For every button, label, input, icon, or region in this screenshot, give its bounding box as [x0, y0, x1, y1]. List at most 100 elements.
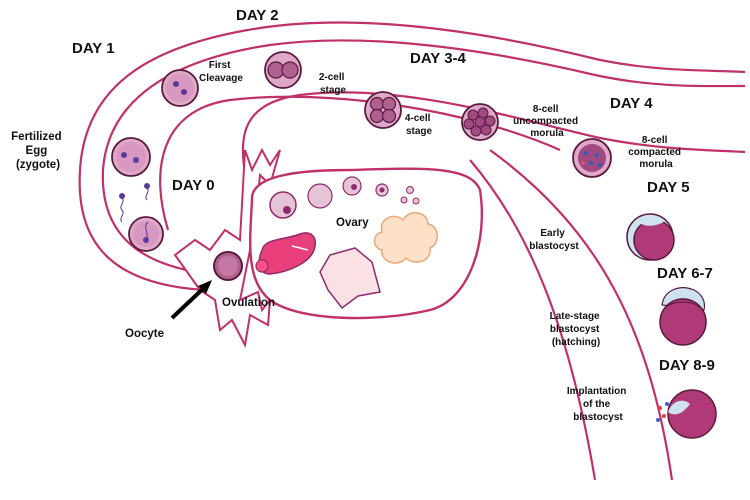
corpus-albicans [319, 247, 381, 310]
eight-cell-compacted-morula [572, 138, 612, 178]
label-day-4: DAY 4 [610, 95, 653, 112]
trophoblast-dot [658, 406, 662, 410]
label-oocyte: Oocyte [125, 328, 164, 340]
label-day-5: DAY 5 [647, 179, 690, 196]
sperm-head [144, 183, 150, 189]
label-4-cell-stage: 4-cell stage [405, 113, 433, 137]
sperm-tail [120, 197, 124, 223]
sperm-tail [145, 187, 149, 201]
day1-nucleus-1 [173, 81, 179, 87]
blastomere [369, 108, 385, 124]
label-uncompacted-line-2: uncompacted [513, 116, 578, 127]
two-cell-embryo [264, 51, 302, 89]
label-2-cell-line-2: stage [320, 85, 347, 96]
ovary [249, 167, 484, 320]
cells-day1 [111, 69, 199, 252]
follicle [412, 197, 420, 205]
label-uncompacted-line-1: 8-cell [533, 104, 559, 115]
oocyte-inner [218, 256, 238, 276]
label-uncompacted-line-3: morula [530, 128, 564, 139]
label-ovulation: Ovulation [222, 297, 275, 309]
follicle-nucleus [283, 206, 291, 214]
label-day-8-9: DAY 8-9 [659, 357, 715, 374]
label-implantation-line-2: of the [583, 399, 611, 410]
label-fertilized-line-1: Fertilized [11, 131, 61, 143]
label-late-blastocyst-line-1: Late-stage [550, 311, 600, 322]
label-fertilized-line-2: Egg [26, 145, 48, 157]
follicle [269, 191, 297, 219]
corpus-luteum [373, 212, 438, 264]
nucleus-dot [584, 151, 588, 155]
label-ovary: Ovary [336, 217, 369, 229]
hatching-line [664, 301, 701, 309]
implanting-blastocyst [656, 389, 717, 439]
blastomere [463, 118, 475, 130]
label-first-cleavage: First Cleavage [199, 60, 243, 84]
label-day-6-7: DAY 6-7 [657, 265, 713, 282]
label-fertilized-line-3: (zygote) [16, 159, 60, 171]
label-early-blastocyst-line-1: Early [540, 228, 565, 239]
blastomere [484, 115, 496, 127]
blastomere [474, 116, 486, 128]
label-implantation: Implantation of the blastocyst [567, 386, 629, 423]
early-blastocyst [626, 213, 675, 261]
eight-cell-uncompacted-morula [461, 103, 499, 141]
label-late-stage-blastocyst: Late-stage blastocyst (hatching) [550, 311, 603, 348]
tube-lumen-upper [241, 91, 746, 201]
label-compacted-line-2: compacted [628, 147, 681, 158]
pronucleus-1 [121, 152, 127, 158]
label-implantation-line-1: Implantation [567, 386, 626, 397]
label-8-cell-uncompacted: 8-cell uncompacted morula [513, 104, 581, 139]
four-cell-embryo [364, 91, 402, 129]
label-4-cell-line-2: stage [406, 126, 433, 137]
follicle-nucleus [351, 184, 357, 190]
tube-outer-wall [78, 21, 746, 292]
follicle [307, 183, 333, 209]
oocyte-arrowhead [198, 280, 212, 294]
blastomere-2 [281, 61, 299, 79]
day1-cell-inner [166, 74, 194, 102]
trophoblast-dot [665, 402, 669, 406]
day1-nucleus-2 [181, 89, 187, 95]
label-early-blastocyst-line-2: blastocyst [529, 241, 579, 252]
blastomere [477, 107, 489, 119]
label-implantation-line-3: blastocyst [573, 412, 623, 423]
blastomere [470, 125, 482, 137]
four-cell-zona [364, 91, 402, 129]
late-stage-blastocyst [659, 287, 707, 346]
label-4-cell-line-1: 4-cell [405, 113, 431, 124]
follicle-nucleus [379, 187, 385, 193]
label-day-1: DAY 1 [72, 40, 115, 57]
sperm-head [119, 193, 125, 199]
trophoblast-dot [656, 418, 660, 422]
sperm [119, 183, 150, 223]
label-early-blastocyst: Early blastocyst [529, 228, 579, 252]
blastocyst-body [633, 219, 675, 261]
label-late-blastocyst-line-2: blastocyst [550, 324, 600, 335]
fallopian-tube [78, 21, 746, 481]
ovary-follicles [255, 176, 438, 310]
label-fertilized-egg: Fertilized Egg (zygote) [11, 131, 65, 171]
label-compacted-line-3: morula [639, 159, 673, 170]
blastomere [381, 108, 397, 124]
label-8-cell-compacted: 8-cell compacted morula [628, 135, 684, 170]
released-egg [255, 259, 269, 273]
nucleus-dot [598, 163, 602, 167]
zygote-inner [116, 142, 146, 172]
follicle [406, 186, 414, 194]
nucleus-dot [589, 161, 593, 165]
label-2-cell-line-1: 2-cell [319, 72, 345, 83]
pronucleus-2 [133, 157, 139, 163]
uterine-wall-inner [469, 159, 597, 481]
label-late-blastocyst-line-3: (hatching) [552, 337, 600, 348]
blastomere [381, 96, 397, 112]
hatching-blastocyst-body [659, 298, 707, 346]
fertilized-egg-inner [133, 221, 159, 247]
label-compacted-line-1: 8-cell [642, 135, 668, 146]
label-day-0: DAY 0 [172, 177, 215, 194]
blastomere [369, 96, 385, 112]
implanting-icm [668, 400, 690, 415]
uterine-wall-outer [489, 149, 674, 481]
sperm-entry [145, 221, 149, 241]
